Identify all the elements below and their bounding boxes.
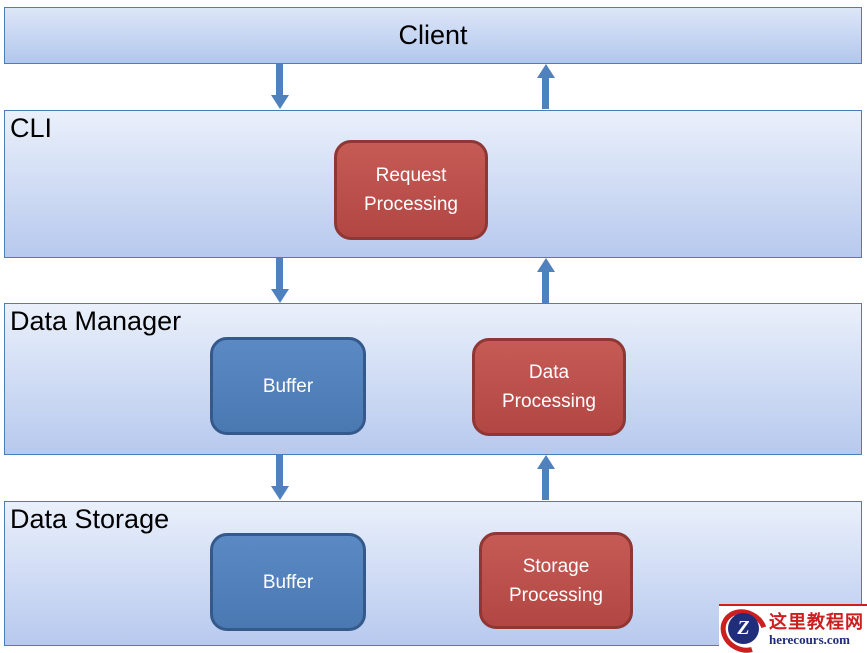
- layer-cli: CLI Request Processing: [4, 110, 862, 258]
- arrow-head-icon: [270, 95, 289, 109]
- box-label-line: Request: [375, 165, 447, 186]
- layer-data-storage-label: Data Storage: [10, 504, 170, 534]
- layer-data-manager: Data Manager Buffer Data Processing: [4, 303, 862, 455]
- site-url: herecours.com: [769, 631, 850, 647]
- arrow-head-icon: [270, 486, 289, 500]
- box-label-line: Processing: [364, 194, 458, 215]
- arrow-stem: [276, 258, 283, 289]
- arrow-stem: [542, 469, 549, 500]
- layer-client-label: Client: [398, 20, 468, 50]
- layer-data-storage: Data Storage Buffer Storage Processing: [4, 501, 862, 646]
- watermark-badge: Z 这里教程网 herecours.com: [712, 600, 867, 653]
- box-label-line: Buffer: [262, 375, 314, 397]
- down-arrow-datamanager-to-datastorage: [270, 455, 289, 500]
- storage-processing-box: Storage Processing: [479, 532, 633, 629]
- arrow-stem: [276, 64, 283, 95]
- up-arrow-cli-to-client: [536, 64, 555, 109]
- arrow-head-icon: [270, 289, 289, 303]
- logo-letter: Z: [737, 616, 750, 639]
- site-logo-icon: Z: [712, 600, 776, 653]
- arrow-stem: [276, 455, 283, 486]
- arrow-head-icon: [536, 64, 555, 78]
- box-label-line: Storage: [522, 555, 590, 577]
- box-label-line: Processing: [509, 584, 603, 606]
- data-storage-buffer-box: Buffer: [210, 533, 366, 631]
- up-arrow-datamanager-to-cli: [536, 258, 555, 303]
- up-arrow-datastorage-to-datamanager: [536, 455, 555, 500]
- layer-client: Client: [4, 7, 862, 64]
- arrow-head-icon: [536, 455, 555, 469]
- layer-cli-label: CLI: [10, 113, 53, 143]
- box-label-line: Processing: [502, 391, 596, 412]
- arrow-stem: [542, 78, 549, 109]
- arrow-stem: [542, 272, 549, 303]
- down-arrow-client-to-cli: [270, 64, 289, 109]
- request-processing-box: Request Processing: [334, 140, 488, 240]
- layer-data-manager-label: Data Manager: [10, 306, 182, 336]
- down-arrow-cli-to-datamanager: [270, 258, 289, 303]
- site-name: 这里教程网: [769, 611, 864, 632]
- data-manager-buffer-box: Buffer: [210, 337, 366, 435]
- box-label-line: Buffer: [262, 571, 314, 593]
- watermark-text: 这里教程网 herecours.com: [769, 612, 864, 648]
- box-label-line: Data: [528, 362, 570, 383]
- data-processing-box: Data Processing: [472, 338, 626, 436]
- arrow-head-icon: [536, 258, 555, 272]
- logo-circle-icon: Z: [728, 612, 759, 644]
